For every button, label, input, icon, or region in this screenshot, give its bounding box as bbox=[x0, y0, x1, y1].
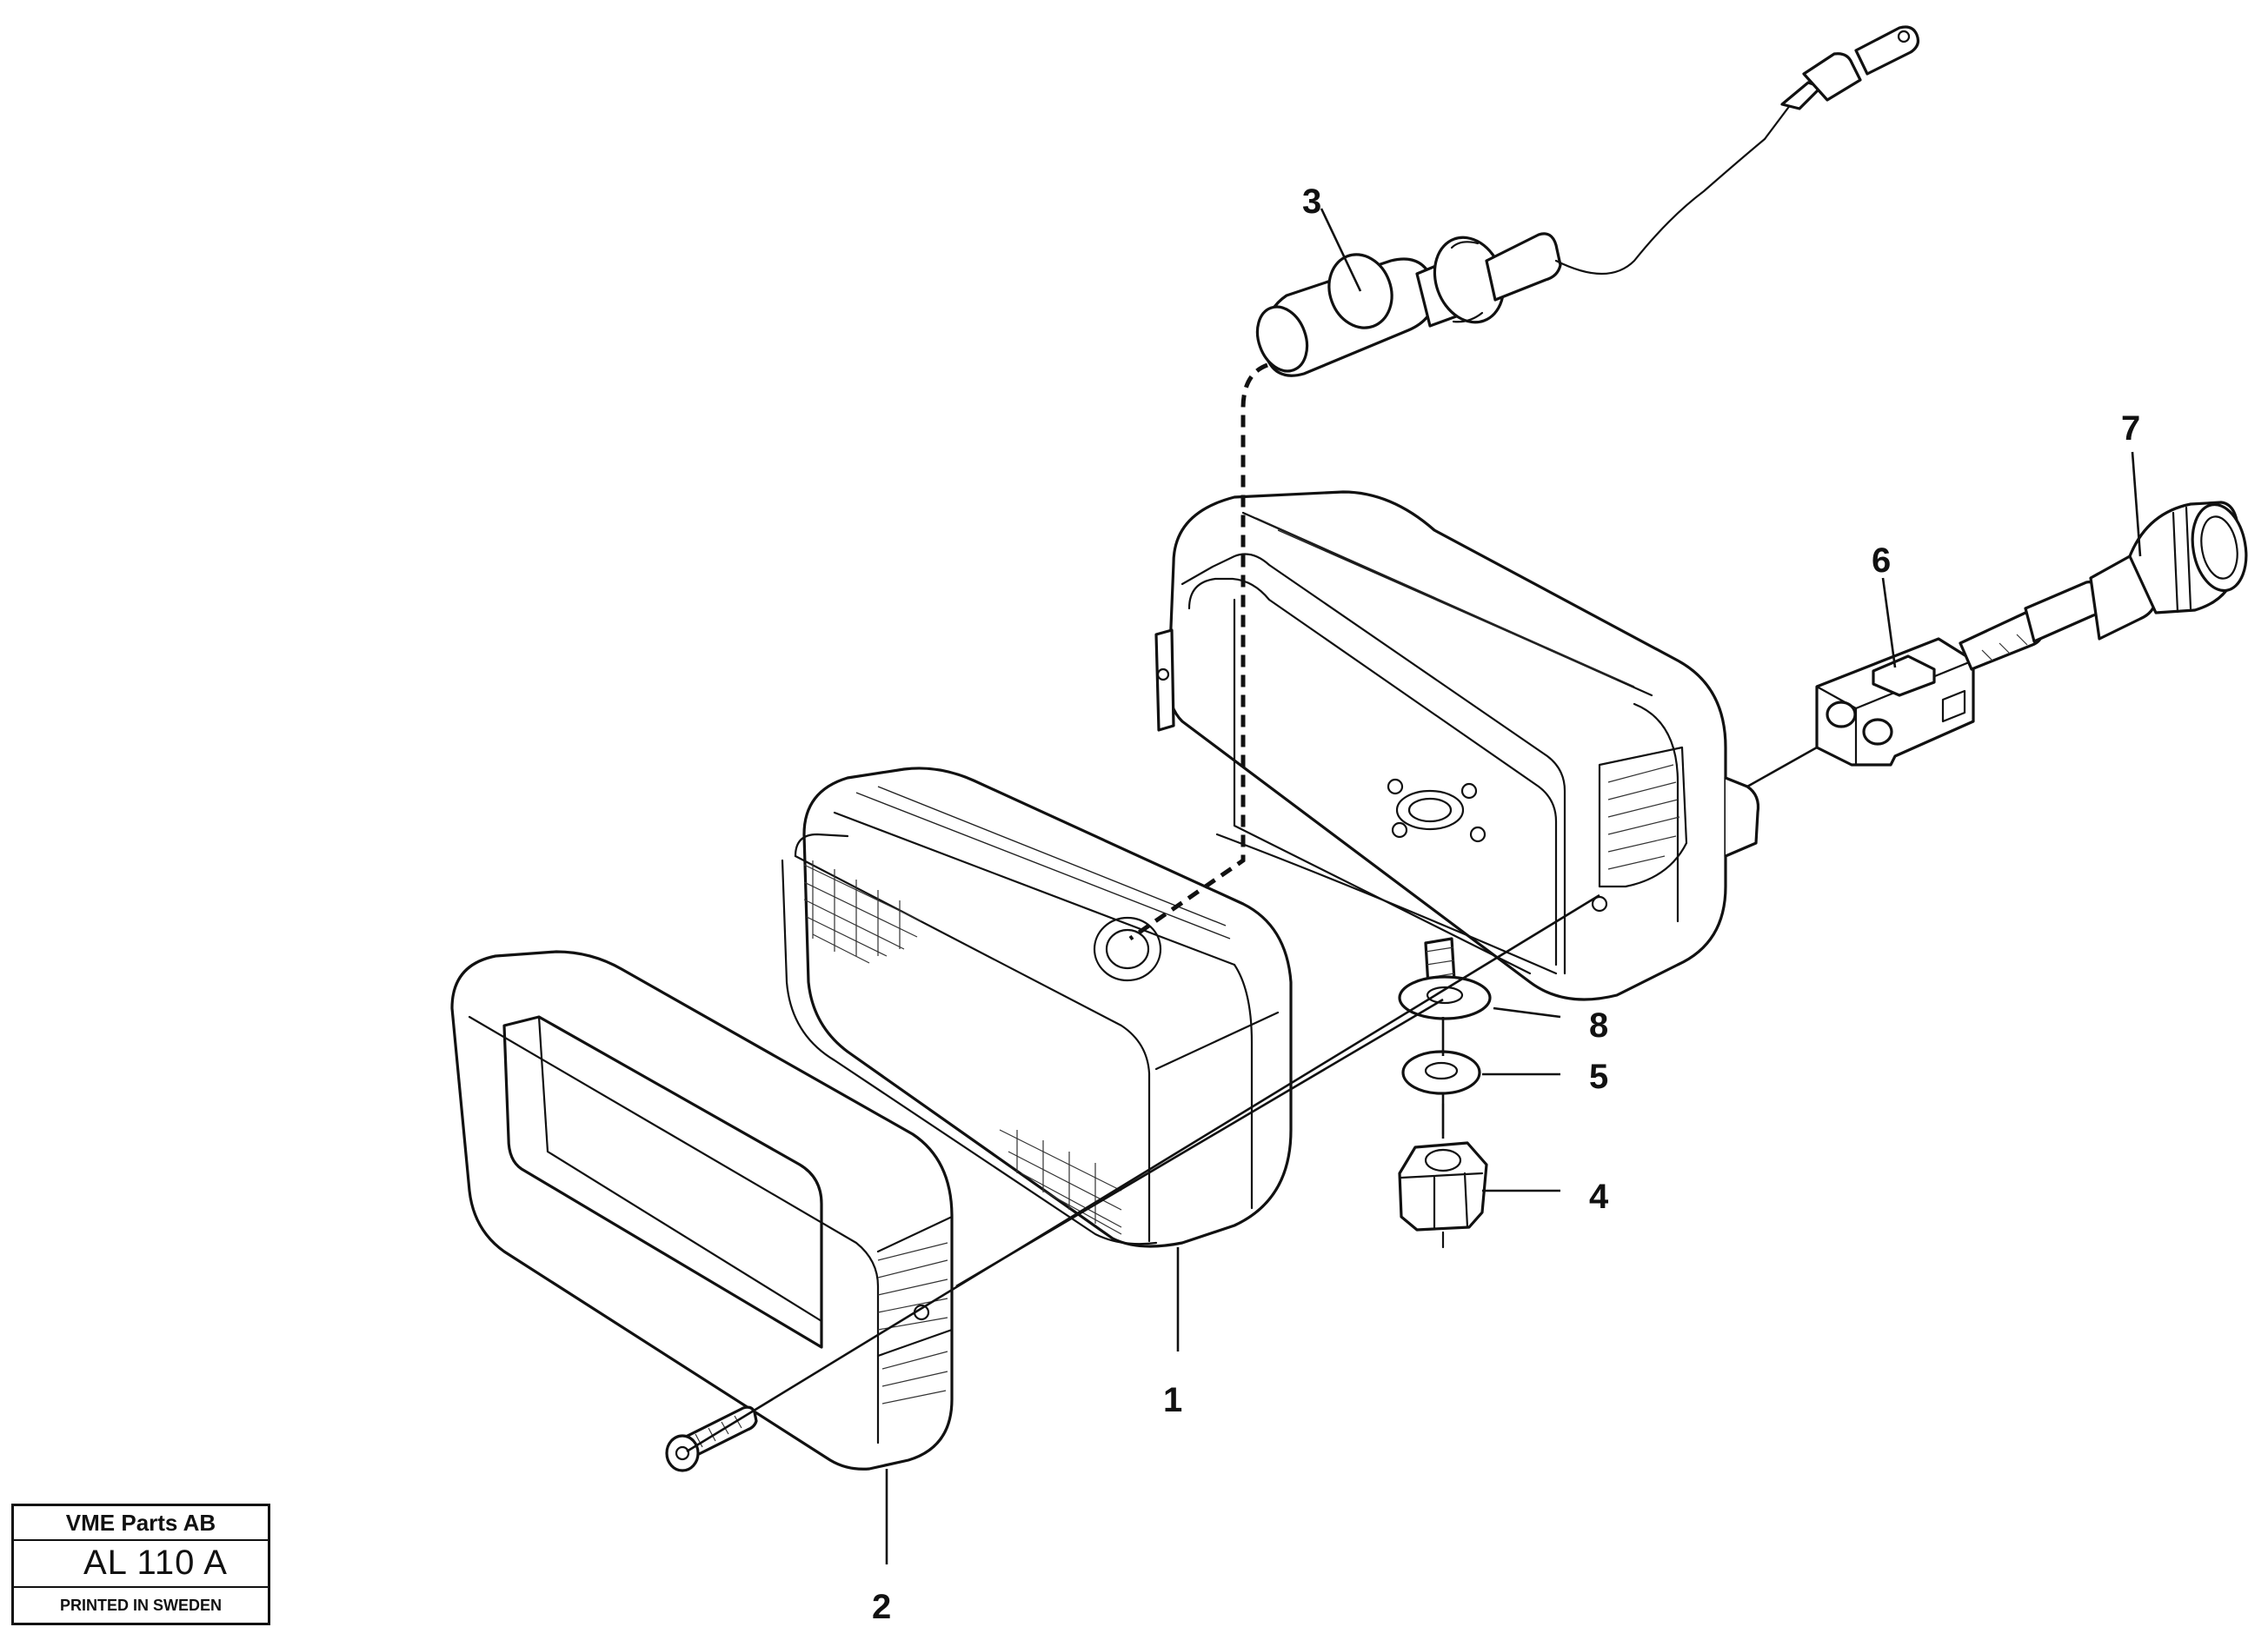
bulb-holder bbox=[1128, 25, 1920, 941]
callout-6: 6 bbox=[1872, 541, 1891, 580]
lock-washer bbox=[1398, 975, 1492, 1020]
drawing-code: AL 110 A bbox=[14, 1539, 268, 1588]
title-block: VME Parts AB AL 110 A PRINTED IN SWEDEN bbox=[11, 1504, 270, 1625]
flat-washer bbox=[1401, 1050, 1481, 1095]
lamp-bezel-frame bbox=[450, 950, 954, 1471]
company-name: VME Parts AB bbox=[14, 1506, 268, 1541]
connector-housing bbox=[1746, 637, 1975, 788]
callout-2: 2 bbox=[872, 1588, 891, 1626]
lamp-lens-unit bbox=[781, 767, 1293, 1248]
assembly-lines bbox=[686, 893, 1600, 1453]
callout-1: 1 bbox=[1163, 1381, 1182, 1419]
callout-3: 3 bbox=[1302, 183, 1321, 221]
callout-4: 4 bbox=[1589, 1178, 1609, 1216]
leader-lines bbox=[885, 208, 2142, 1564]
callout-7: 7 bbox=[2121, 409, 2140, 448]
elbow-plug bbox=[1959, 501, 2248, 671]
printed-note: PRINTED IN SWEDEN bbox=[59, 1596, 222, 1614]
lamp-housing bbox=[1154, 490, 1760, 1001]
callout-5: 5 bbox=[1589, 1058, 1608, 1096]
callout-labels: 1 2 3 4 5 6 7 8 bbox=[872, 183, 2140, 1626]
callout-8: 8 bbox=[1589, 1006, 1608, 1045]
